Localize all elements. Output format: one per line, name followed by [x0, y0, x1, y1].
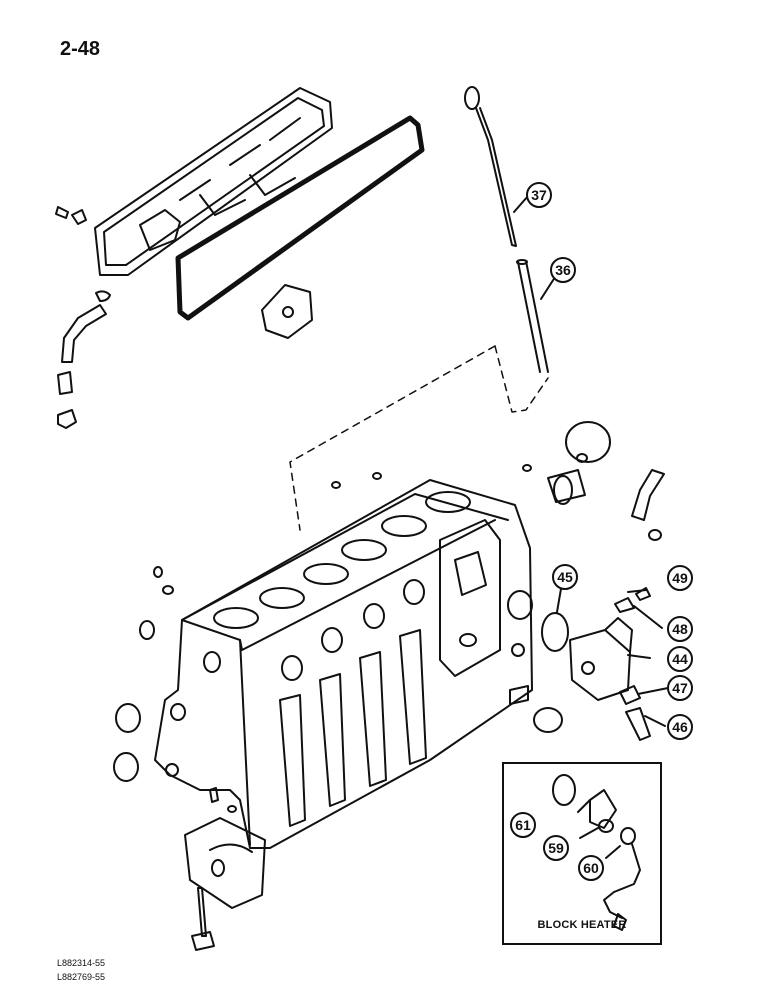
- bolt-46: [625, 707, 651, 741]
- dipstick-tube: [516, 259, 549, 373]
- callout-59: 59: [543, 835, 569, 861]
- breather-plate: [261, 284, 313, 339]
- page-number: 2-48: [60, 38, 101, 60]
- rocker-cover-gasket: [175, 115, 425, 321]
- expansion-plug-right: [533, 707, 563, 733]
- callout-48: 48: [667, 616, 693, 642]
- callout-45: 45: [552, 564, 578, 590]
- dipstick: [464, 86, 517, 247]
- cam-bushing-end: [553, 475, 573, 505]
- callout-37: 37: [526, 182, 552, 208]
- svg-text:36: 36: [555, 262, 571, 278]
- svg-text:61: 61: [515, 817, 531, 833]
- pipe-seal-ring: [648, 529, 662, 541]
- main-bearing-bolt: [197, 887, 207, 937]
- svg-text:48: 48: [672, 621, 688, 637]
- plug-48: [614, 597, 635, 613]
- inset-title: BLOCK HEATER: [537, 919, 627, 931]
- footer-ref-1: L882314-55: [57, 958, 106, 968]
- callout-46: 46: [667, 714, 693, 740]
- small-plug-f: [227, 805, 237, 813]
- main-bearing-cap: [184, 817, 266, 909]
- small-plug-a: [522, 464, 532, 472]
- heater-element: [589, 789, 617, 833]
- small-plug-e: [162, 585, 174, 595]
- valve-cover: [94, 87, 333, 276]
- callout-44: 44: [667, 646, 693, 672]
- water-pipe: [631, 469, 665, 521]
- heater-o-ring: [552, 774, 576, 806]
- small-plug-top: [576, 453, 588, 463]
- cover-bolt: [55, 206, 87, 225]
- svg-text:37: 37: [531, 187, 547, 203]
- footer-ref-2: L882769-55: [57, 972, 106, 982]
- water-outlet-housing: [569, 617, 633, 701]
- o-ring-45: [541, 612, 569, 652]
- svg-text:60: 60: [583, 860, 599, 876]
- breather-hose: [57, 290, 111, 429]
- callout-47: 47: [667, 675, 693, 701]
- callout-36: 36: [550, 257, 576, 283]
- small-plug-d: [153, 566, 163, 578]
- small-plug-b: [372, 472, 382, 480]
- expansion-plug-left: [139, 620, 155, 640]
- cylinder-block: [154, 479, 533, 849]
- breather-plate-hole: [282, 306, 294, 318]
- svg-text:46: 46: [672, 719, 688, 735]
- svg-text:44: 44: [672, 651, 688, 667]
- rear-plug: [113, 752, 139, 782]
- main-bearing-bolt-head: [191, 931, 215, 951]
- small-plug-c: [331, 481, 341, 489]
- callout-60: 60: [578, 855, 604, 881]
- heater-cord: [603, 827, 641, 931]
- expansion-plug-large: [565, 421, 611, 463]
- svg-text:45: 45: [557, 569, 573, 585]
- callout-61: 61: [510, 812, 536, 838]
- callout-49: 49: [667, 565, 693, 591]
- dowel-pin: [209, 787, 219, 803]
- svg-text:49: 49: [672, 570, 688, 586]
- washer-47: [619, 685, 641, 705]
- svg-text:47: 47: [672, 680, 688, 696]
- rear-seal-ring: [115, 703, 141, 733]
- svg-text:59: 59: [548, 840, 564, 856]
- block-heater-inset: BLOCK HEATER: [502, 762, 662, 945]
